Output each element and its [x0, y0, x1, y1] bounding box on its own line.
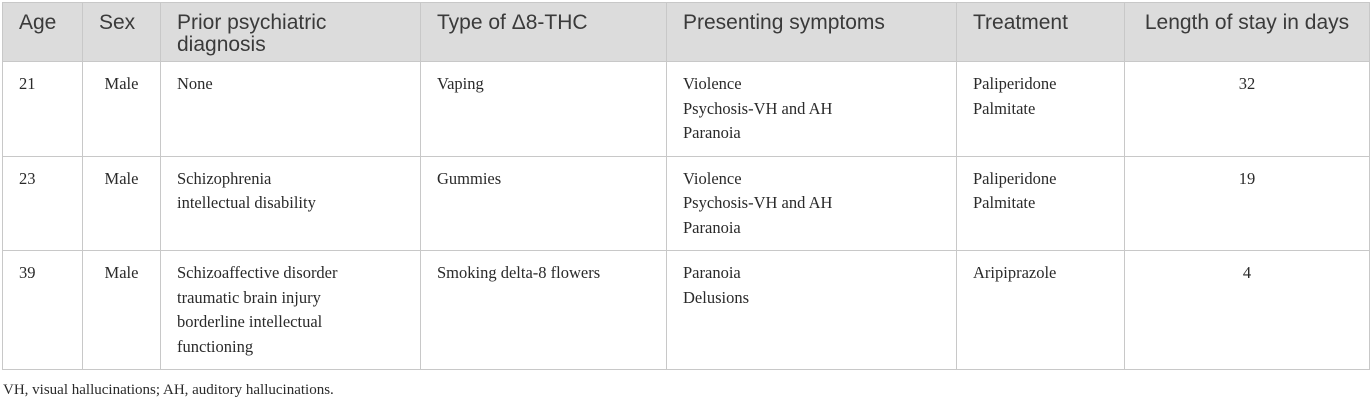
- cell-age: 23: [2, 155, 83, 251]
- cell-line: functioning: [177, 336, 254, 356]
- table-body: 21 Male None Vaping Violence Psychosis-V…: [2, 61, 1370, 370]
- cell-line: Aripiprazole: [973, 263, 1057, 282]
- cell-line: Paranoia: [683, 217, 741, 237]
- cell-length-of-stay: 32: [1124, 61, 1370, 157]
- cell-line: Palmitate: [973, 193, 1036, 212]
- header-length-of-stay: Length of stay in days: [1124, 2, 1370, 62]
- cell-length-of-stay: 4: [1124, 250, 1370, 370]
- table-row: 21 Male None Vaping Violence Psychosis-V…: [2, 61, 1370, 157]
- table-header: Age Sex Prior psychiatric diagnosis Type…: [2, 2, 1370, 62]
- cell-symptoms: Paranoia Delusions: [666, 250, 957, 370]
- cell-line: Palmitate: [973, 98, 1036, 118]
- cell-sex: Male: [82, 155, 161, 251]
- header-age: Age: [2, 2, 83, 62]
- cell-line: Vaping: [437, 74, 484, 93]
- cell-line: Paliperidone: [973, 168, 1057, 188]
- cell-sex: Male: [82, 250, 161, 370]
- cell-symptoms: Violence Psychosis-VH and AH Paranoia: [666, 61, 957, 157]
- header-treatment: Treatment: [956, 2, 1125, 62]
- header-type: Type of Δ8-THC: [420, 2, 667, 62]
- cell-diagnosis: Schizoaffective disorder traumatic brain…: [160, 250, 421, 370]
- cell-line: Violence: [683, 168, 742, 188]
- cell-length-of-stay: 19: [1124, 155, 1370, 251]
- cell-line: None: [177, 74, 213, 93]
- cell-line: Delusions: [683, 287, 749, 307]
- table-footnote: VH, visual hallucinations; AH, auditory …: [3, 382, 334, 398]
- cell-line: Psychosis-VH and AH: [683, 193, 833, 212]
- cell-line: Gummies: [437, 168, 502, 188]
- cell-line: traumatic brain injury: [177, 287, 321, 307]
- cell-diagnosis: Schizophrenia intellectual disability: [160, 155, 421, 251]
- data-table-container: Age Sex Prior psychiatric diagnosis Type…: [2, 2, 1370, 370]
- table-row: 23 Male Schizophrenia intellectual disab…: [2, 155, 1370, 251]
- cell-type: Smoking delta-8 flowers: [420, 250, 667, 370]
- cell-treatment: Paliperidone Palmitate: [956, 61, 1125, 157]
- cell-line: borderline intellectual: [177, 312, 323, 331]
- data-table: Age Sex Prior psychiatric diagnosis Type…: [2, 2, 1370, 370]
- cell-line: Paliperidone: [973, 74, 1057, 93]
- header-row: Age Sex Prior psychiatric diagnosis Type…: [2, 2, 1370, 62]
- cell-line: Smoking delta-8 flowers: [437, 263, 601, 282]
- cell-line: intellectual disability: [177, 193, 316, 212]
- cell-treatment: Aripiprazole: [956, 250, 1125, 370]
- table-row: 39 Male Schizoaffective disorder traumat…: [2, 250, 1370, 370]
- cell-age: 21: [2, 61, 83, 157]
- cell-line: Violence: [683, 74, 742, 93]
- cell-diagnosis: None: [160, 61, 421, 157]
- cell-line: Paranoia: [683, 123, 741, 142]
- header-symptoms: Presenting symptoms: [666, 2, 957, 62]
- header-sex: Sex: [82, 2, 161, 62]
- header-prior-diagnosis: Prior psychiatric diagnosis: [160, 2, 421, 62]
- cell-line: Paranoia: [683, 263, 741, 282]
- cell-type: Vaping: [420, 61, 667, 157]
- cell-line: Schizoaffective disorder: [177, 263, 338, 282]
- cell-age: 39: [2, 250, 83, 370]
- cell-type: Gummies: [420, 155, 667, 251]
- cell-treatment: Paliperidone Palmitate: [956, 155, 1125, 251]
- cell-line: Psychosis-VH and AH: [683, 98, 833, 118]
- cell-symptoms: Violence Psychosis-VH and AH Paranoia: [666, 155, 957, 251]
- cell-sex: Male: [82, 61, 161, 157]
- cell-line: Schizophrenia: [177, 168, 272, 188]
